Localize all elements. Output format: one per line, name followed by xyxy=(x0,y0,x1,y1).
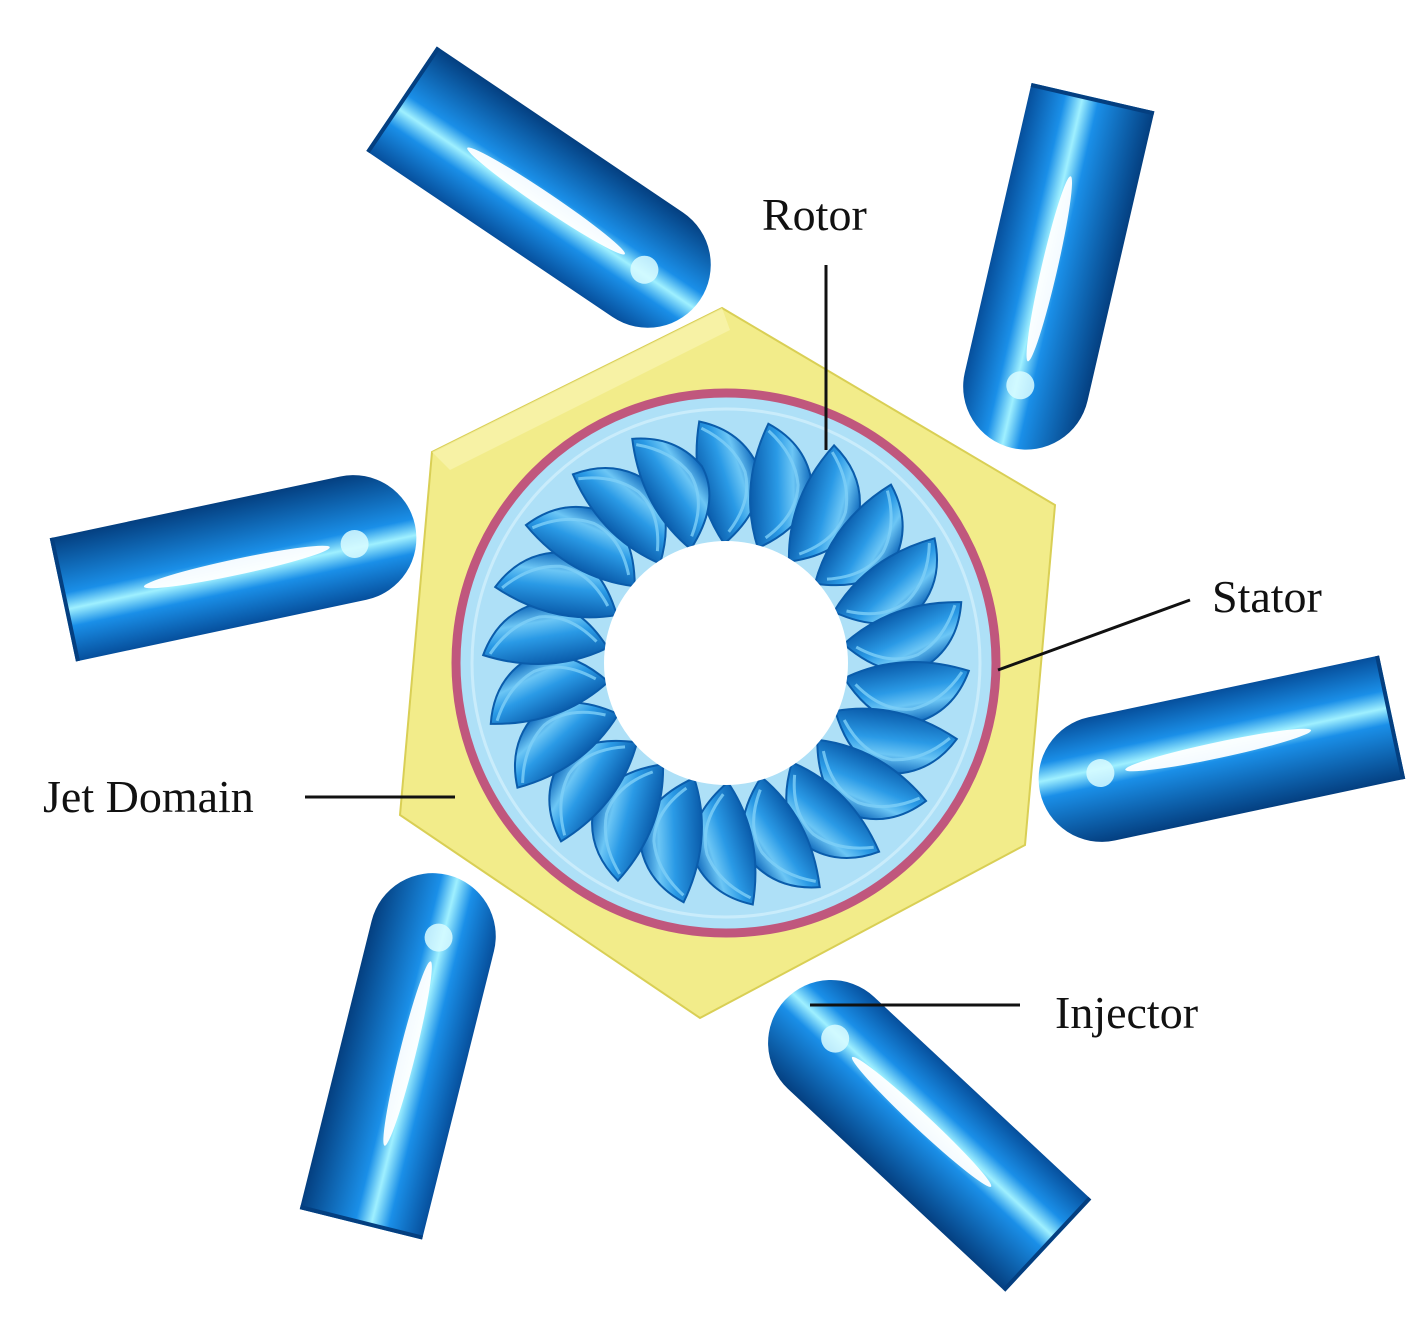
rotor-label: Rotor xyxy=(762,189,867,240)
rotor-buckets xyxy=(481,420,971,906)
injector-body xyxy=(963,83,1155,450)
runner xyxy=(451,388,1001,938)
rotor-bucket xyxy=(548,739,639,843)
rotor-bucket xyxy=(514,701,620,789)
injector-body xyxy=(299,873,496,1240)
injector-highlight xyxy=(1026,176,1073,362)
injector-end xyxy=(1030,83,1155,116)
injector-highlight xyxy=(851,1056,992,1187)
injector-nozzle-tip xyxy=(1006,371,1035,400)
injector-highlight xyxy=(383,961,432,1146)
injector-label: Injector xyxy=(1055,987,1198,1038)
injector-nozzle-tip xyxy=(821,1024,850,1053)
injector-nozzle-tip xyxy=(340,529,369,558)
injector-highlight xyxy=(143,545,330,589)
rotor-bucket xyxy=(691,780,757,906)
rotor-hub-hole xyxy=(604,541,848,785)
injector-4 xyxy=(1038,655,1406,842)
injector-2 xyxy=(963,83,1155,450)
rotor-bucket xyxy=(631,437,711,551)
injector-highlight xyxy=(1125,728,1312,772)
injector-highlight xyxy=(467,147,625,255)
injector-5 xyxy=(299,873,496,1240)
rotor-bucket xyxy=(785,760,881,860)
injector-nozzle-tip xyxy=(630,255,659,284)
injector-end xyxy=(1002,1196,1092,1292)
injectors xyxy=(49,46,1406,1292)
stator-leader xyxy=(997,598,1191,672)
jet-domain-label: Jet Domain xyxy=(43,771,254,822)
labels: Rotor Stator Jet Domain Injector xyxy=(43,189,1322,1038)
injector-nozzle-tip xyxy=(1086,759,1115,788)
rotor-inner-ring xyxy=(470,407,982,919)
injector-end xyxy=(1375,655,1406,780)
injector-end xyxy=(366,46,441,154)
stator-label: Stator xyxy=(1212,571,1322,622)
injector-1 xyxy=(366,46,711,328)
jet-domain-shade xyxy=(432,308,730,470)
injector-3 xyxy=(49,475,417,662)
injector-end xyxy=(299,1205,424,1240)
callouts xyxy=(305,265,1191,1007)
injector-nozzle-tip xyxy=(424,923,453,952)
rotor-bucket xyxy=(832,537,938,625)
injector-end xyxy=(49,537,80,662)
injector-6 xyxy=(768,979,1092,1292)
